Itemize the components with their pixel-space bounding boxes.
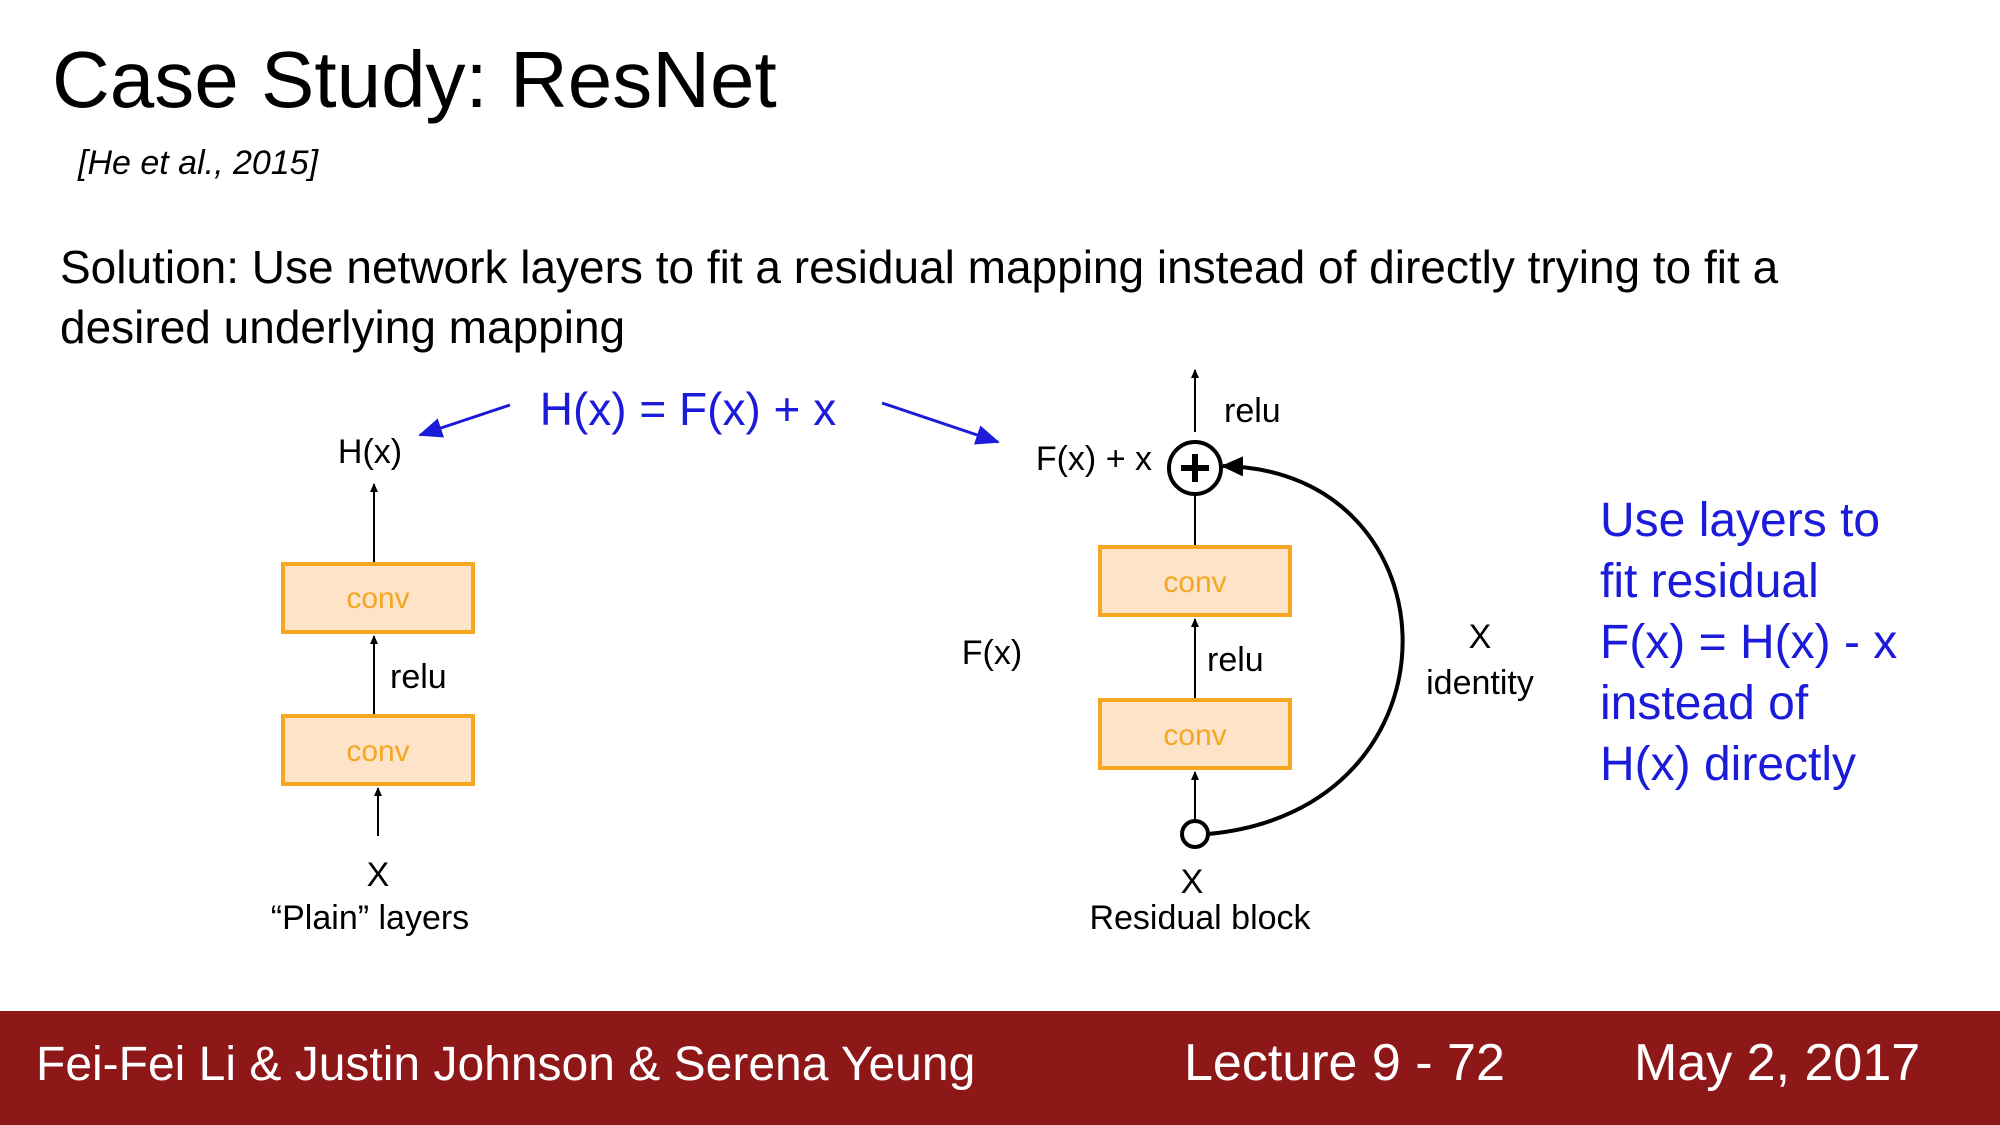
plain-input-label: X [367, 856, 390, 894]
residual-input-label: X [1181, 863, 1204, 901]
residual-relu-label: relu [1207, 641, 1264, 679]
residual-top-relu-label: relu [1224, 392, 1281, 430]
plus-icon [1167, 440, 1223, 496]
residual-sum-label: F(x) + x [1036, 440, 1152, 478]
residual-input-node [1180, 819, 1210, 849]
residual-conv-top-label: conv [1163, 566, 1226, 599]
side-note: Use layers to fit residual F(x) = H(x) -… [1600, 490, 1897, 795]
footer-date: May 2, 2017 [1634, 1034, 1921, 1092]
equation-arrow-right [881, 401, 1000, 445]
identity-x-label: X [1469, 618, 1492, 656]
footer-bar: Fei-Fei Li & Justin Johnson & Serena Yeu… [0, 1011, 2000, 1125]
footer-authors: Fei-Fei Li & Justin Johnson & Serena Yeu… [36, 1038, 976, 1091]
body-line-1: Solution: Use network layers to fit a re… [60, 241, 1779, 293]
residual-caption: Residual block [1089, 899, 1311, 937]
plain-relu-label: relu [390, 658, 447, 696]
side-note-line-4: instead of [1600, 677, 1809, 730]
side-note-line-1: Use layers to [1600, 494, 1881, 547]
identity-skip-arrow [1207, 456, 1405, 836]
residual-conv-bottom-box [1098, 698, 1292, 770]
side-note-line-5: H(x) directly [1600, 738, 1857, 791]
plain-conv-bottom-label: conv [346, 735, 409, 768]
footer-lecture: Lecture 9 - 72 [1184, 1034, 1505, 1092]
equation-label: H(x) = F(x) + x [540, 383, 836, 435]
residual-branch-label: F(x) [962, 634, 1022, 672]
plain-conv-bottom-box [281, 714, 475, 786]
plain-caption: “Plain” layers [271, 899, 469, 937]
plain-conv-top-label: conv [346, 582, 409, 615]
identity-label: identity [1426, 664, 1534, 702]
residual-conv-bottom-label: conv [1163, 719, 1226, 752]
side-note-line-2: fit residual [1600, 555, 1819, 608]
citation: [He et al., 2015] [78, 144, 319, 182]
plain-output-label: H(x) [338, 433, 402, 471]
slide-title: Case Study: ResNet [52, 35, 777, 124]
residual-conv-top-box [1098, 545, 1292, 617]
side-note-line-3: F(x) = H(x) - x [1600, 616, 1898, 669]
equation-arrow-left [418, 403, 511, 438]
resnet-diagram: H(x) = F(x) + x H(x) conv relu conv X “P… [271, 369, 1534, 937]
plain-conv-top-box [281, 562, 475, 634]
body-line-2: desired underlying mapping [60, 301, 626, 353]
